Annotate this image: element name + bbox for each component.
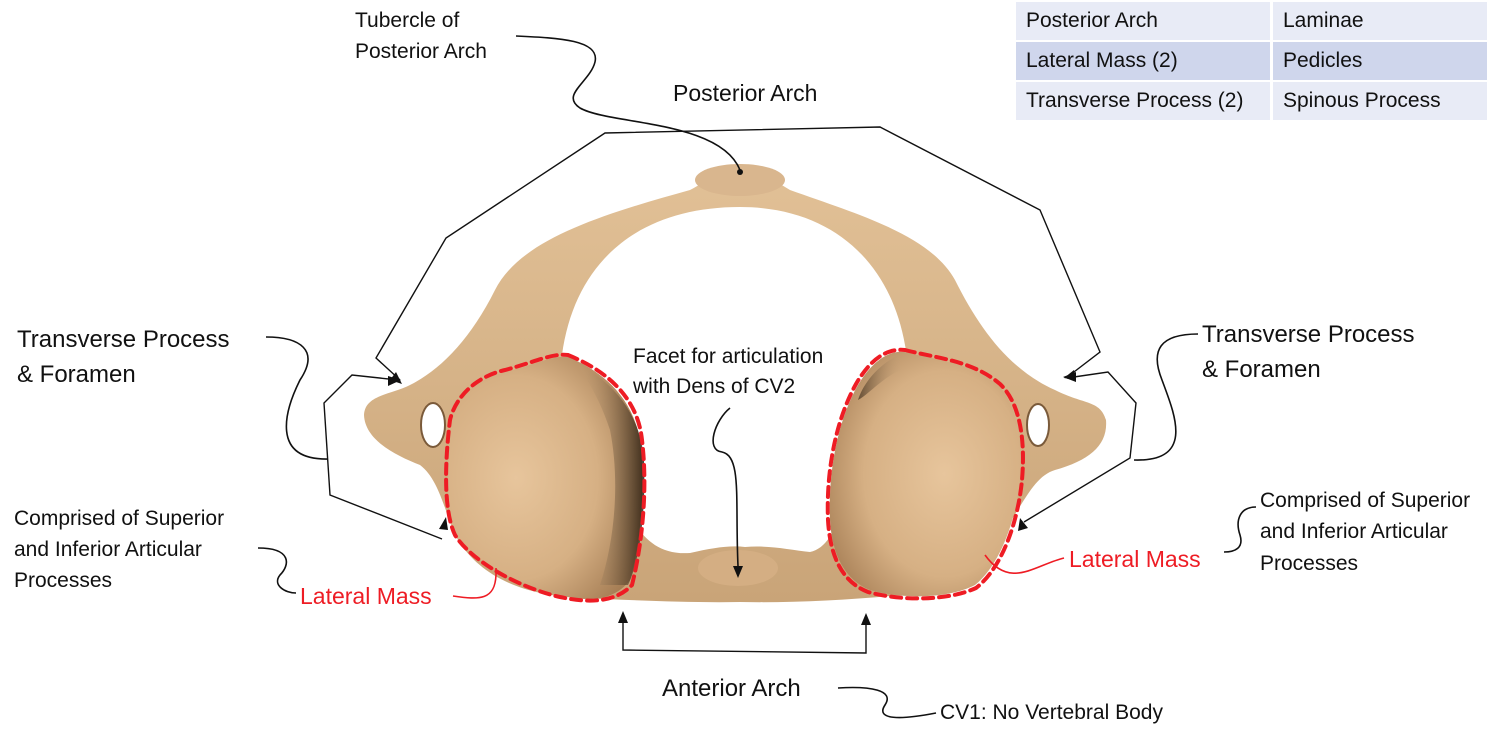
atlas-bone	[364, 164, 1107, 603]
table-cell: Pedicles	[1273, 42, 1487, 80]
transverse-bracket-right	[1023, 371, 1137, 523]
lateral-mass-left-shadow	[575, 362, 645, 585]
arrowhead-comprised-left	[439, 517, 448, 530]
tubercle-label-line1: Tubercle of	[355, 9, 459, 32]
comprised-right-leader	[1223, 506, 1257, 553]
arrowhead-transverse-right	[1063, 372, 1076, 382]
table-cell: Spinous Process	[1273, 82, 1487, 120]
cv1-leader	[837, 686, 937, 719]
comprised-left-label-line2: and Inferior Articular	[14, 538, 202, 561]
arrowhead-anterior-left	[618, 611, 628, 623]
comparison-table: Posterior Arch Laminae Lateral Mass (2) …	[1013, 0, 1490, 122]
lateral-mass-right-shadow	[858, 352, 905, 400]
transverse-left-label-line1: Transverse Process	[17, 326, 230, 353]
table-row: Transverse Process (2) Spinous Process	[1016, 82, 1487, 120]
vertebral-foramen	[560, 207, 907, 554]
anterior-arch-bracket	[622, 618, 867, 654]
lateral-mass-left-shape	[448, 356, 643, 600]
comprised-left-label-line1: Comprised of Superior	[14, 507, 224, 530]
lateral-mass-right-label: Lateral Mass	[1069, 546, 1201, 572]
comprised-right-label-line2: and Inferior Articular	[1260, 520, 1448, 543]
comprised-right-label-line3: Processes	[1260, 552, 1358, 575]
arrowhead-anterior-right	[861, 613, 871, 625]
lateral-mass-left-outline	[444, 352, 647, 603]
transverse-foramen-left	[420, 402, 446, 448]
posterior-arch-bracket	[375, 126, 1101, 381]
table-cell: Posterior Arch	[1016, 2, 1270, 40]
transverse-bracket-left	[323, 374, 443, 540]
arrowhead-facet	[733, 566, 743, 578]
table-row: Lateral Mass (2) Pedicles	[1016, 42, 1487, 80]
transverse-foramen-right	[1026, 403, 1050, 447]
transverse-right-label-line2: & Foramen	[1202, 356, 1321, 383]
facet-label-line2: with Dens of CV2	[632, 375, 795, 398]
arrowhead-transverse-left	[388, 376, 401, 386]
table-cell: Laminae	[1273, 2, 1487, 40]
lateral-mass-right-leader	[984, 554, 1065, 574]
arrowhead-comprised-right	[1018, 518, 1028, 531]
lateral-mass-right-shape	[829, 351, 1021, 597]
transverse-right-label-line1: Transverse Process	[1202, 321, 1415, 348]
comprised-left-label-line3: Processes	[14, 569, 112, 592]
facet-leader	[712, 407, 739, 567]
anterior-arch-label: Anterior Arch	[662, 675, 801, 702]
transverse-left-label-line2: & Foramen	[17, 361, 136, 388]
lateral-mass-left-leader	[452, 568, 497, 599]
cv1-note-label: CV1: No Vertebral Body	[940, 701, 1163, 724]
posterior-tubercle	[695, 164, 785, 196]
table-cell: Lateral Mass (2)	[1016, 42, 1270, 80]
lateral-mass-left-label: Lateral Mass	[300, 583, 432, 609]
table-cell: Transverse Process (2)	[1016, 82, 1270, 120]
tubercle-point	[737, 169, 743, 175]
comprised-right-label-line1: Comprised of Superior	[1260, 489, 1470, 512]
tubercle-leader	[515, 35, 741, 171]
tubercle-label-line2: Posterior Arch	[355, 40, 487, 63]
transverse-right-leader	[1133, 333, 1199, 461]
comprised-left-leader	[257, 547, 297, 594]
transverse-left-leader	[265, 336, 329, 460]
facet-label-line1: Facet for articulation	[633, 345, 823, 368]
table-row: Posterior Arch Laminae	[1016, 2, 1487, 40]
lateral-mass-right-outline	[825, 347, 1025, 601]
posterior-arch-label: Posterior Arch	[673, 80, 817, 106]
